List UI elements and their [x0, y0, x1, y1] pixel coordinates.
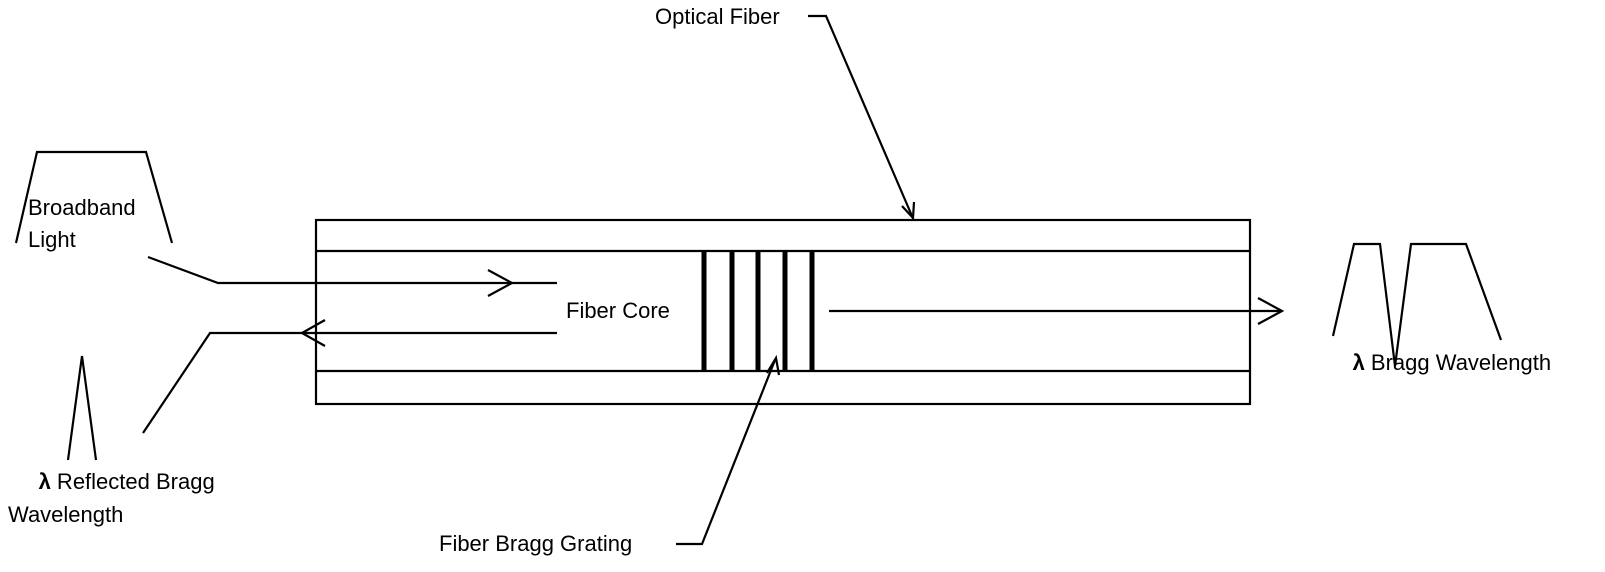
- reflected-arrow-head: [299, 319, 326, 347]
- broadband-light-label-line1: Broadband: [28, 195, 136, 220]
- optical-fiber-leader-arrow: [901, 201, 916, 221]
- reflected-spectrum-peak: [66, 355, 98, 461]
- reflected-bragg-label-line1: λ Reflected Bragg: [8, 469, 233, 494]
- input-light-ray: [147, 255, 557, 285]
- optical-fiber-label: Optical Fiber: [655, 4, 780, 29]
- broadband-light-label-line2: Light: [28, 227, 76, 252]
- input-arrow-head: [487, 269, 515, 297]
- lambda-symbol: λ: [1353, 350, 1365, 375]
- grating-leader-arrow: [766, 354, 781, 376]
- reflected-bragg-label-line2: Wavelength: [8, 502, 123, 527]
- transmitted-arrow-head: [1257, 297, 1285, 325]
- fiber-core-label: Fiber Core: [566, 298, 670, 323]
- reflected-bragg-text: Reflected Bragg: [51, 469, 215, 494]
- bragg-wavelength-text: Bragg Wavelength: [1365, 350, 1551, 375]
- reflected-light-ray: [142, 331, 557, 434]
- grating-leader: [676, 359, 777, 546]
- bragg-grating-bars: [701, 251, 815, 371]
- bragg-wavelength-label: λ Bragg Wavelength: [1322, 350, 1569, 375]
- broadband-spectrum-shape: [14, 150, 174, 244]
- optical-fiber-leader: [808, 14, 914, 217]
- lambda-symbol: λ: [39, 469, 51, 494]
- fiber-bragg-grating-label: Fiber Bragg Grating: [439, 531, 632, 556]
- transmitted-spectrum-notch: [1331, 242, 1503, 367]
